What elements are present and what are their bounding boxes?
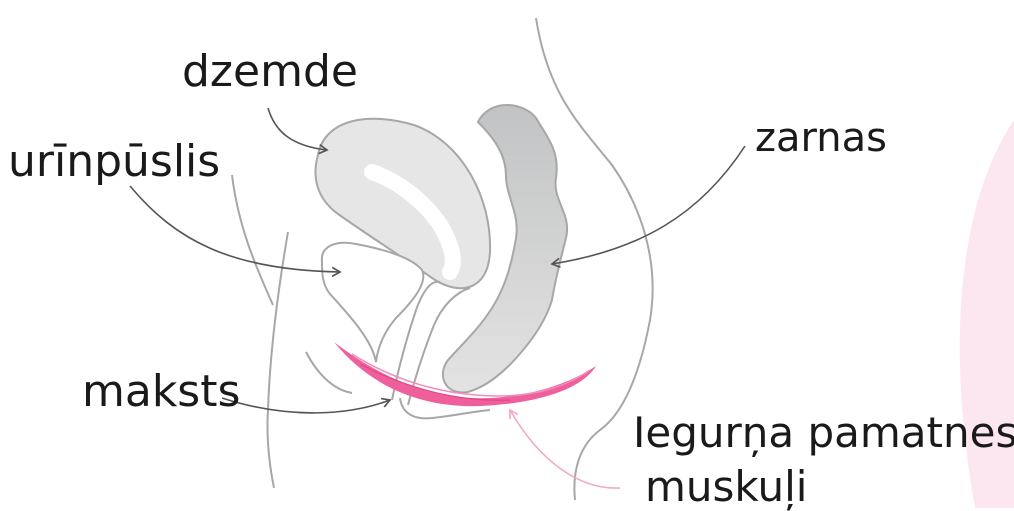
label-vagina: maksts (82, 370, 240, 414)
label-bladder: urīnpūslis (8, 140, 220, 184)
pointer-pelvic-floor (510, 410, 620, 488)
bladder (322, 243, 424, 362)
pointer-vagina (222, 398, 390, 413)
label-pelvic-floor-line2: muskuļi (645, 466, 807, 508)
label-uterus: dzemde (182, 50, 358, 94)
pointer-uterus (268, 108, 327, 150)
label-pelvic-floor-line1: Iegurņa pamatnes (633, 412, 1014, 454)
label-bowel: zarnas (755, 118, 887, 158)
